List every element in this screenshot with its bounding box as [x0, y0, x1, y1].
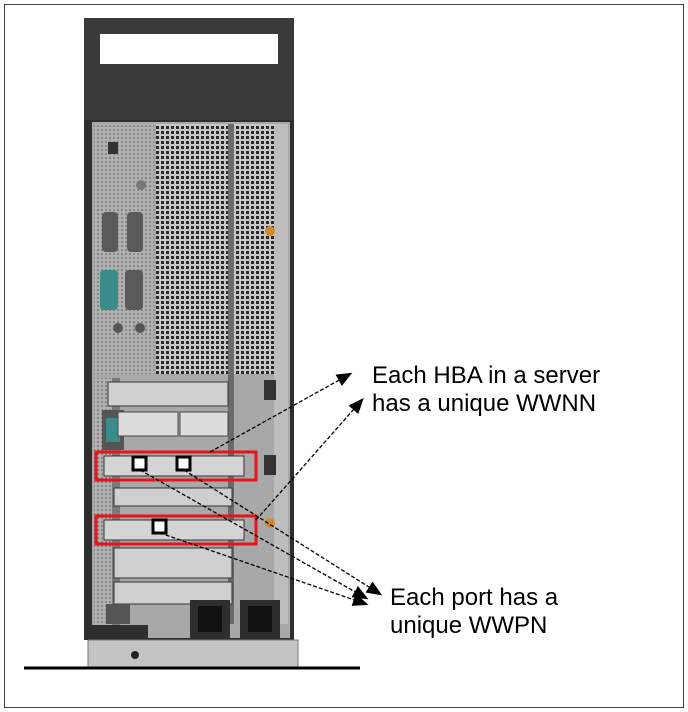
rear-io-ports — [100, 142, 146, 450]
chassis-handle — [84, 18, 294, 70]
hba-1-port-2 — [175, 455, 192, 472]
hba-callout-line-2: has a unique WWNN — [372, 390, 597, 417]
chassis-base — [24, 625, 360, 670]
power-supply-units — [106, 600, 280, 640]
port-callout-line-1: Each port has a — [390, 584, 559, 611]
hba-card-1 — [94, 450, 258, 482]
top-bezel — [84, 70, 294, 120]
vent-grille-right — [234, 124, 274, 374]
hba-card-2 — [94, 514, 258, 546]
hba-2-port-1 — [151, 518, 168, 535]
figure-frame — [4, 4, 684, 708]
expansion-slots — [107, 381, 233, 605]
hba-wwnn-callout: Each HBA in a server has a unique WWNN — [372, 362, 600, 418]
wwnn-arrows — [209, 372, 364, 521]
wwpn-arrows — [139, 469, 383, 606]
port-callout-line-2: unique WWPN — [390, 612, 548, 639]
vent-grille-left — [156, 124, 228, 374]
hba-1-port-1 — [131, 455, 148, 472]
port-wwpn-callout: Each port has a unique WWPN — [390, 584, 558, 640]
hba-callout-line-1: Each HBA in a server — [372, 362, 601, 389]
